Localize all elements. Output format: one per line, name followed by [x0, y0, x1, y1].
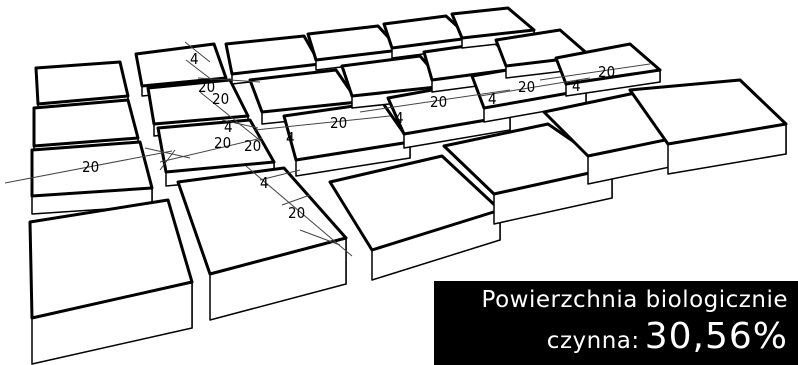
- info-label: czynna:: [546, 328, 640, 354]
- dimension-label: 4: [190, 50, 199, 68]
- dimension-label: 4: [286, 129, 295, 147]
- dimension-label: 4: [395, 109, 404, 127]
- dimension-label: 20: [518, 78, 535, 96]
- paver-blocks: [28, 6, 788, 365]
- dimension-label: 4: [488, 90, 497, 108]
- paver-face: [156, 118, 276, 174]
- paver-face: [30, 140, 154, 198]
- dimension-label: 20: [430, 93, 447, 111]
- biologically-active-area-box: Powierzchnia biologicznie czynna: 30,56%: [434, 281, 798, 365]
- paver-face: [134, 42, 228, 88]
- dimension-label: 4: [224, 118, 233, 136]
- paver-face: [176, 166, 348, 276]
- info-value-line: czynna: 30,56%: [444, 315, 788, 365]
- dimension-label: 4: [572, 77, 581, 95]
- dimension-label: 20: [82, 158, 99, 176]
- dimension-label: 20: [330, 114, 347, 132]
- paver-face: [28, 198, 194, 320]
- info-title-line: Powierzchnia biologicznie: [481, 287, 788, 313]
- paver-face: [450, 6, 536, 40]
- dimension-label: 4: [260, 174, 269, 192]
- dimension-label: 20: [288, 204, 305, 222]
- dimension-labels: 20 4 20 20 4 20 20 4 20 4 20 4 20 4 20 4…: [82, 50, 615, 222]
- dimension-label: 20: [212, 90, 229, 108]
- info-percentage-value: 30,56%: [644, 316, 788, 357]
- paver-face: [628, 78, 788, 146]
- dimension-label: 20: [198, 78, 215, 96]
- dimension-label: 20: [244, 137, 261, 155]
- dimension-label: 20: [598, 63, 615, 81]
- paver-face: [32, 98, 140, 148]
- paver-face: [34, 60, 130, 106]
- paver-face: [146, 78, 250, 126]
- dimension-lines: [4, 41, 651, 257]
- dimension-label: 20: [214, 134, 231, 152]
